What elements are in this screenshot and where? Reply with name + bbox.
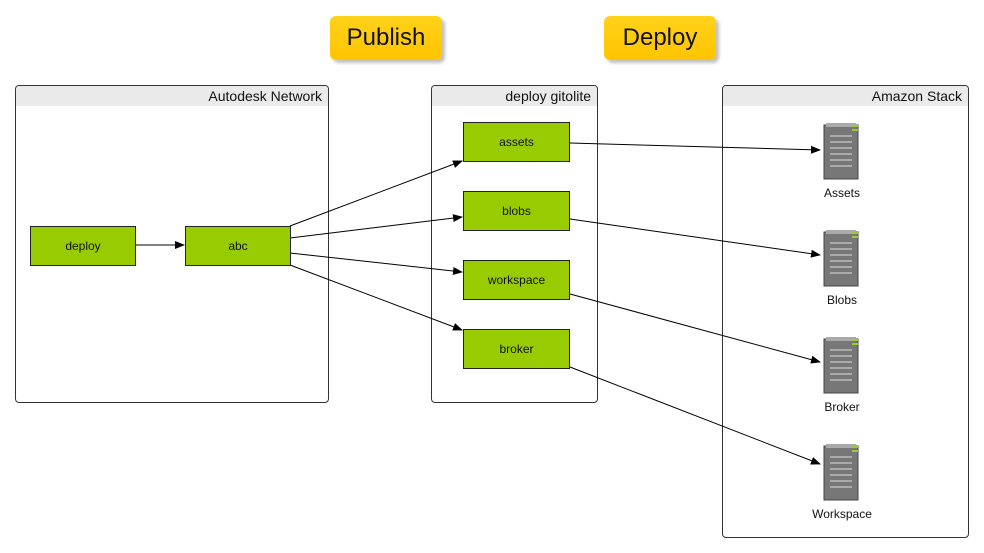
autodesk-network-title: Autodesk Network — [16, 86, 328, 106]
edge-abc-assets — [289, 160, 463, 227]
broker-node[interactable]: broker — [463, 329, 570, 369]
broker-server-icon — [823, 337, 859, 394]
edge-abc-broker — [289, 264, 463, 331]
blobs-server-label: Blobs — [826, 293, 858, 307]
workspace-server-icon — [823, 444, 859, 501]
deploy-gitolite-title: deploy gitolite — [432, 86, 597, 106]
workspace-node[interactable]: workspace — [463, 260, 570, 300]
edge-assets-server — [569, 142, 821, 154]
broker-server-label: Broker — [824, 400, 860, 414]
deploy-node[interactable]: deploy — [30, 226, 136, 266]
amazon-stack-title: Amazon Stack — [723, 86, 968, 106]
workspace-server-label: Workspace — [812, 507, 872, 521]
edge-blobs-server — [569, 218, 821, 258]
abc-node[interactable]: abc — [185, 226, 291, 266]
edge-workspace-server — [569, 293, 821, 364]
assets-server-icon — [823, 123, 859, 180]
edge-abc-blobs — [289, 214, 463, 239]
edge-broker-server — [569, 366, 821, 465]
blobs-server-icon — [823, 230, 859, 287]
deploy-phase-label: Deploy — [604, 16, 716, 60]
publish-phase-label: Publish — [330, 16, 442, 60]
edge-abc-workspace — [289, 252, 463, 275]
assets-server-label: Assets — [823, 186, 860, 200]
blobs-node[interactable]: blobs — [463, 191, 570, 231]
assets-node[interactable]: assets — [463, 122, 570, 162]
